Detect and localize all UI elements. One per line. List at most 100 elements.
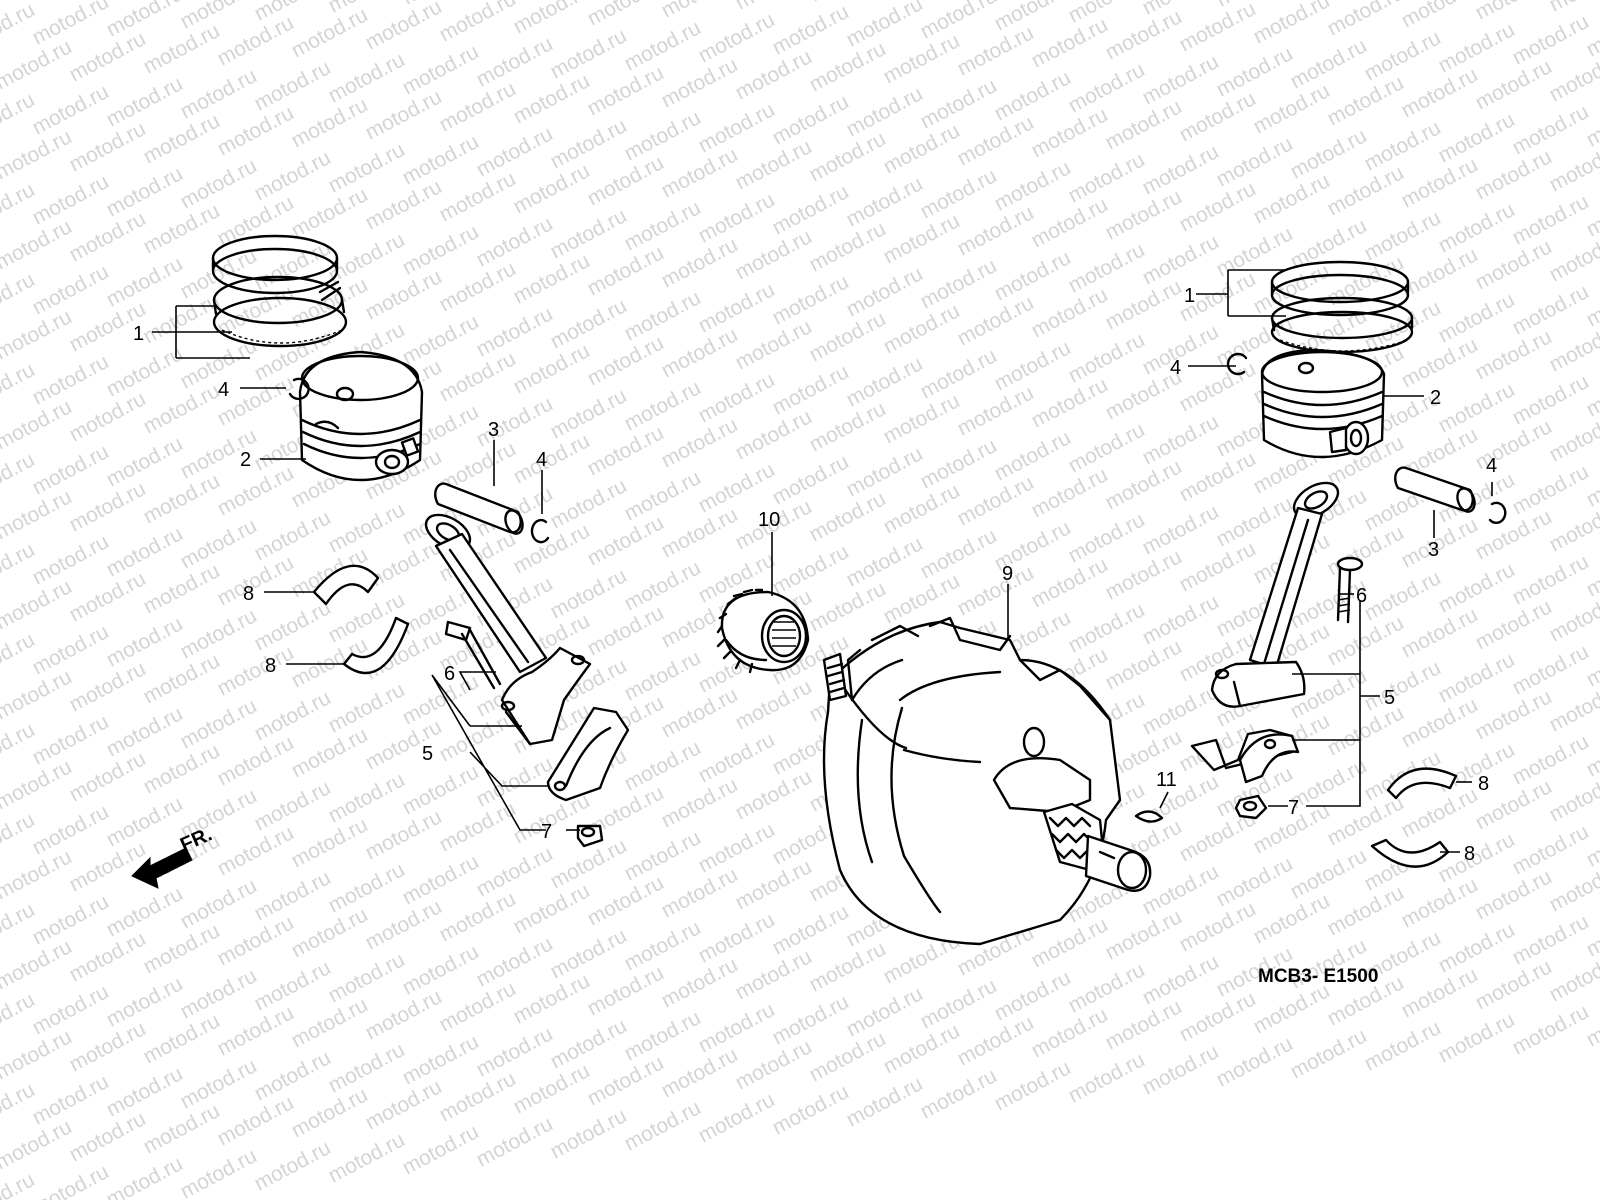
watermark-text: motod.ru	[1028, 193, 1112, 252]
watermark-text: motod.ru	[1102, 635, 1186, 694]
watermark-text: motod.ru	[251, 596, 335, 655]
watermark-text: motod.ru	[1435, 738, 1519, 797]
watermark-text: motod.ru	[547, 294, 631, 353]
callout-11: 11	[1156, 769, 1177, 791]
watermark-text: motod.ru	[584, 241, 668, 300]
watermark-text: motod.ru	[214, 641, 298, 700]
watermark-text: motod.ru	[547, 564, 631, 623]
watermark-text: motod.ru	[1028, 13, 1112, 72]
watermark-text: motod.ru	[1028, 1003, 1112, 1062]
watermark-text: motod.ru	[658, 233, 742, 292]
watermark-text: motod.ru	[1176, 537, 1260, 596]
watermark-text: motod.ru	[584, 421, 668, 480]
watermark-text: motod.ru	[843, 1072, 927, 1131]
watermark-text: motod.ru	[732, 675, 816, 734]
watermark-text: motod.ru	[1139, 590, 1223, 649]
watermark-text: motod.ru	[66, 207, 150, 266]
watermark-text: motod.ru	[806, 487, 890, 546]
watermark-text: motod.ru	[1398, 243, 1482, 302]
watermark-text: motod.ru	[621, 466, 705, 525]
watermark-text: motod.ru	[1509, 190, 1593, 249]
watermark-text: motod.ru	[29, 350, 113, 409]
callout-8-left-lower: 8	[265, 655, 276, 677]
watermark-text: motod.ru	[1509, 370, 1593, 429]
left-connecting-rod	[424, 513, 592, 746]
watermark-text: motod.ru	[1213, 1032, 1297, 1091]
watermark-text: motod.ru	[214, 911, 298, 970]
watermark-text: motod.ru	[473, 392, 557, 451]
watermark-text: motod.ru	[658, 683, 742, 742]
watermark-text: motod.ru	[621, 1006, 705, 1065]
watermark-text: motod.ru	[695, 278, 779, 337]
left-pin-clip-upper	[288, 377, 310, 401]
watermark-text: motod.ru	[66, 477, 150, 536]
watermark-text: motod.ru	[103, 252, 187, 311]
watermark-text: motod.ru	[621, 736, 705, 795]
watermark-text: motod.ru	[917, 344, 1001, 403]
watermark-text: motod.ru	[1324, 791, 1408, 850]
watermark-text: motod.ru	[769, 450, 853, 509]
watermark-text: motod.ru	[806, 127, 890, 186]
callouts: 1 4 2 3 4 8 8 6 5 7 10 9 11 1 4 2 4 3 6 …	[133, 285, 1497, 865]
watermark-text: motod.ru	[510, 1059, 594, 1118]
arrow-left-icon	[131, 847, 193, 889]
watermark-text: motod.ru	[1472, 145, 1556, 204]
watermark-text: motod.ru	[1435, 18, 1519, 77]
watermark-text: motod.ru	[66, 747, 150, 806]
watermark-text: motod.ru	[288, 1083, 372, 1142]
watermark-text: motod.ru	[29, 710, 113, 769]
watermark-text: motod.ru	[1250, 169, 1334, 228]
watermark-text: motod.ru	[436, 977, 520, 1036]
watermark-text: motod.ru	[399, 40, 483, 99]
left-piston-pin	[434, 482, 524, 535]
right-bearing-lower	[1370, 838, 1450, 868]
watermark-text: motod.ru	[1213, 852, 1297, 911]
watermark-text: motod.ru	[399, 940, 483, 999]
watermark-text: motod.ru	[103, 882, 187, 941]
watermark-text: motod.ru	[1102, 995, 1186, 1054]
watermark-text: motod.ru	[29, 890, 113, 949]
watermark-text: motod.ru	[1324, 71, 1408, 130]
watermark-text: motod.ru	[584, 961, 668, 1020]
watermark-text: motod.ru	[1435, 558, 1519, 617]
watermark-text: motod.ru	[1435, 1008, 1519, 1067]
watermark-text: motod.ru	[1361, 26, 1445, 85]
watermark-text: motod.ru	[177, 1054, 261, 1113]
watermark-text: motod.ru	[325, 138, 409, 197]
watermark-text: motod.ru	[1028, 553, 1112, 612]
watermark-text: motod.ru	[1139, 230, 1223, 289]
watermark-text: motod.ru	[103, 1152, 187, 1200]
watermark-text: motod.ru	[917, 254, 1001, 313]
watermark-text: motod.ru	[399, 310, 483, 369]
watermark-text: motod.ru	[510, 879, 594, 938]
left-piston-rings	[211, 234, 348, 348]
watermark-text: motod.ru	[288, 903, 372, 962]
watermark-text: motod.ru	[1472, 325, 1556, 384]
watermark-text: motod.ru	[214, 1001, 298, 1060]
left-bearing-lower	[342, 616, 410, 675]
watermark-text: motod.ru	[510, 249, 594, 308]
watermark-text: motod.ru	[362, 805, 446, 864]
watermark-text: motod.ru	[917, 524, 1001, 583]
watermark-text: motod.ru	[288, 813, 372, 872]
watermark-text: motod.ru	[584, 511, 668, 570]
watermark-text: motod.ru	[140, 199, 224, 258]
watermark-text: motod.ru	[843, 532, 927, 591]
watermark-text: motod.ru	[769, 270, 853, 329]
watermark-text: motod.ru	[1139, 680, 1223, 739]
watermark-text: motod.ru	[769, 1080, 853, 1139]
watermark-text: motod.ru	[362, 175, 446, 234]
watermark-text: motod.ru	[362, 265, 446, 324]
watermark-text: motod.ru	[880, 389, 964, 448]
watermark-text: motod.ru	[1176, 87, 1260, 146]
watermark-text: motod.ru	[547, 924, 631, 983]
watermark-text: motod.ru	[1361, 1016, 1445, 1075]
watermark-text: motod.ru	[177, 604, 261, 663]
watermark-text: motod.ru	[362, 0, 446, 54]
watermark-text: motod.ru	[621, 826, 705, 885]
callout-3-right: 3	[1428, 539, 1439, 561]
watermark-text: motod.ru	[1287, 124, 1371, 183]
watermark-text: motod.ru	[658, 0, 742, 22]
watermark-text: motod.ru	[547, 204, 631, 263]
watermark-text: motod.ru	[1102, 905, 1186, 964]
